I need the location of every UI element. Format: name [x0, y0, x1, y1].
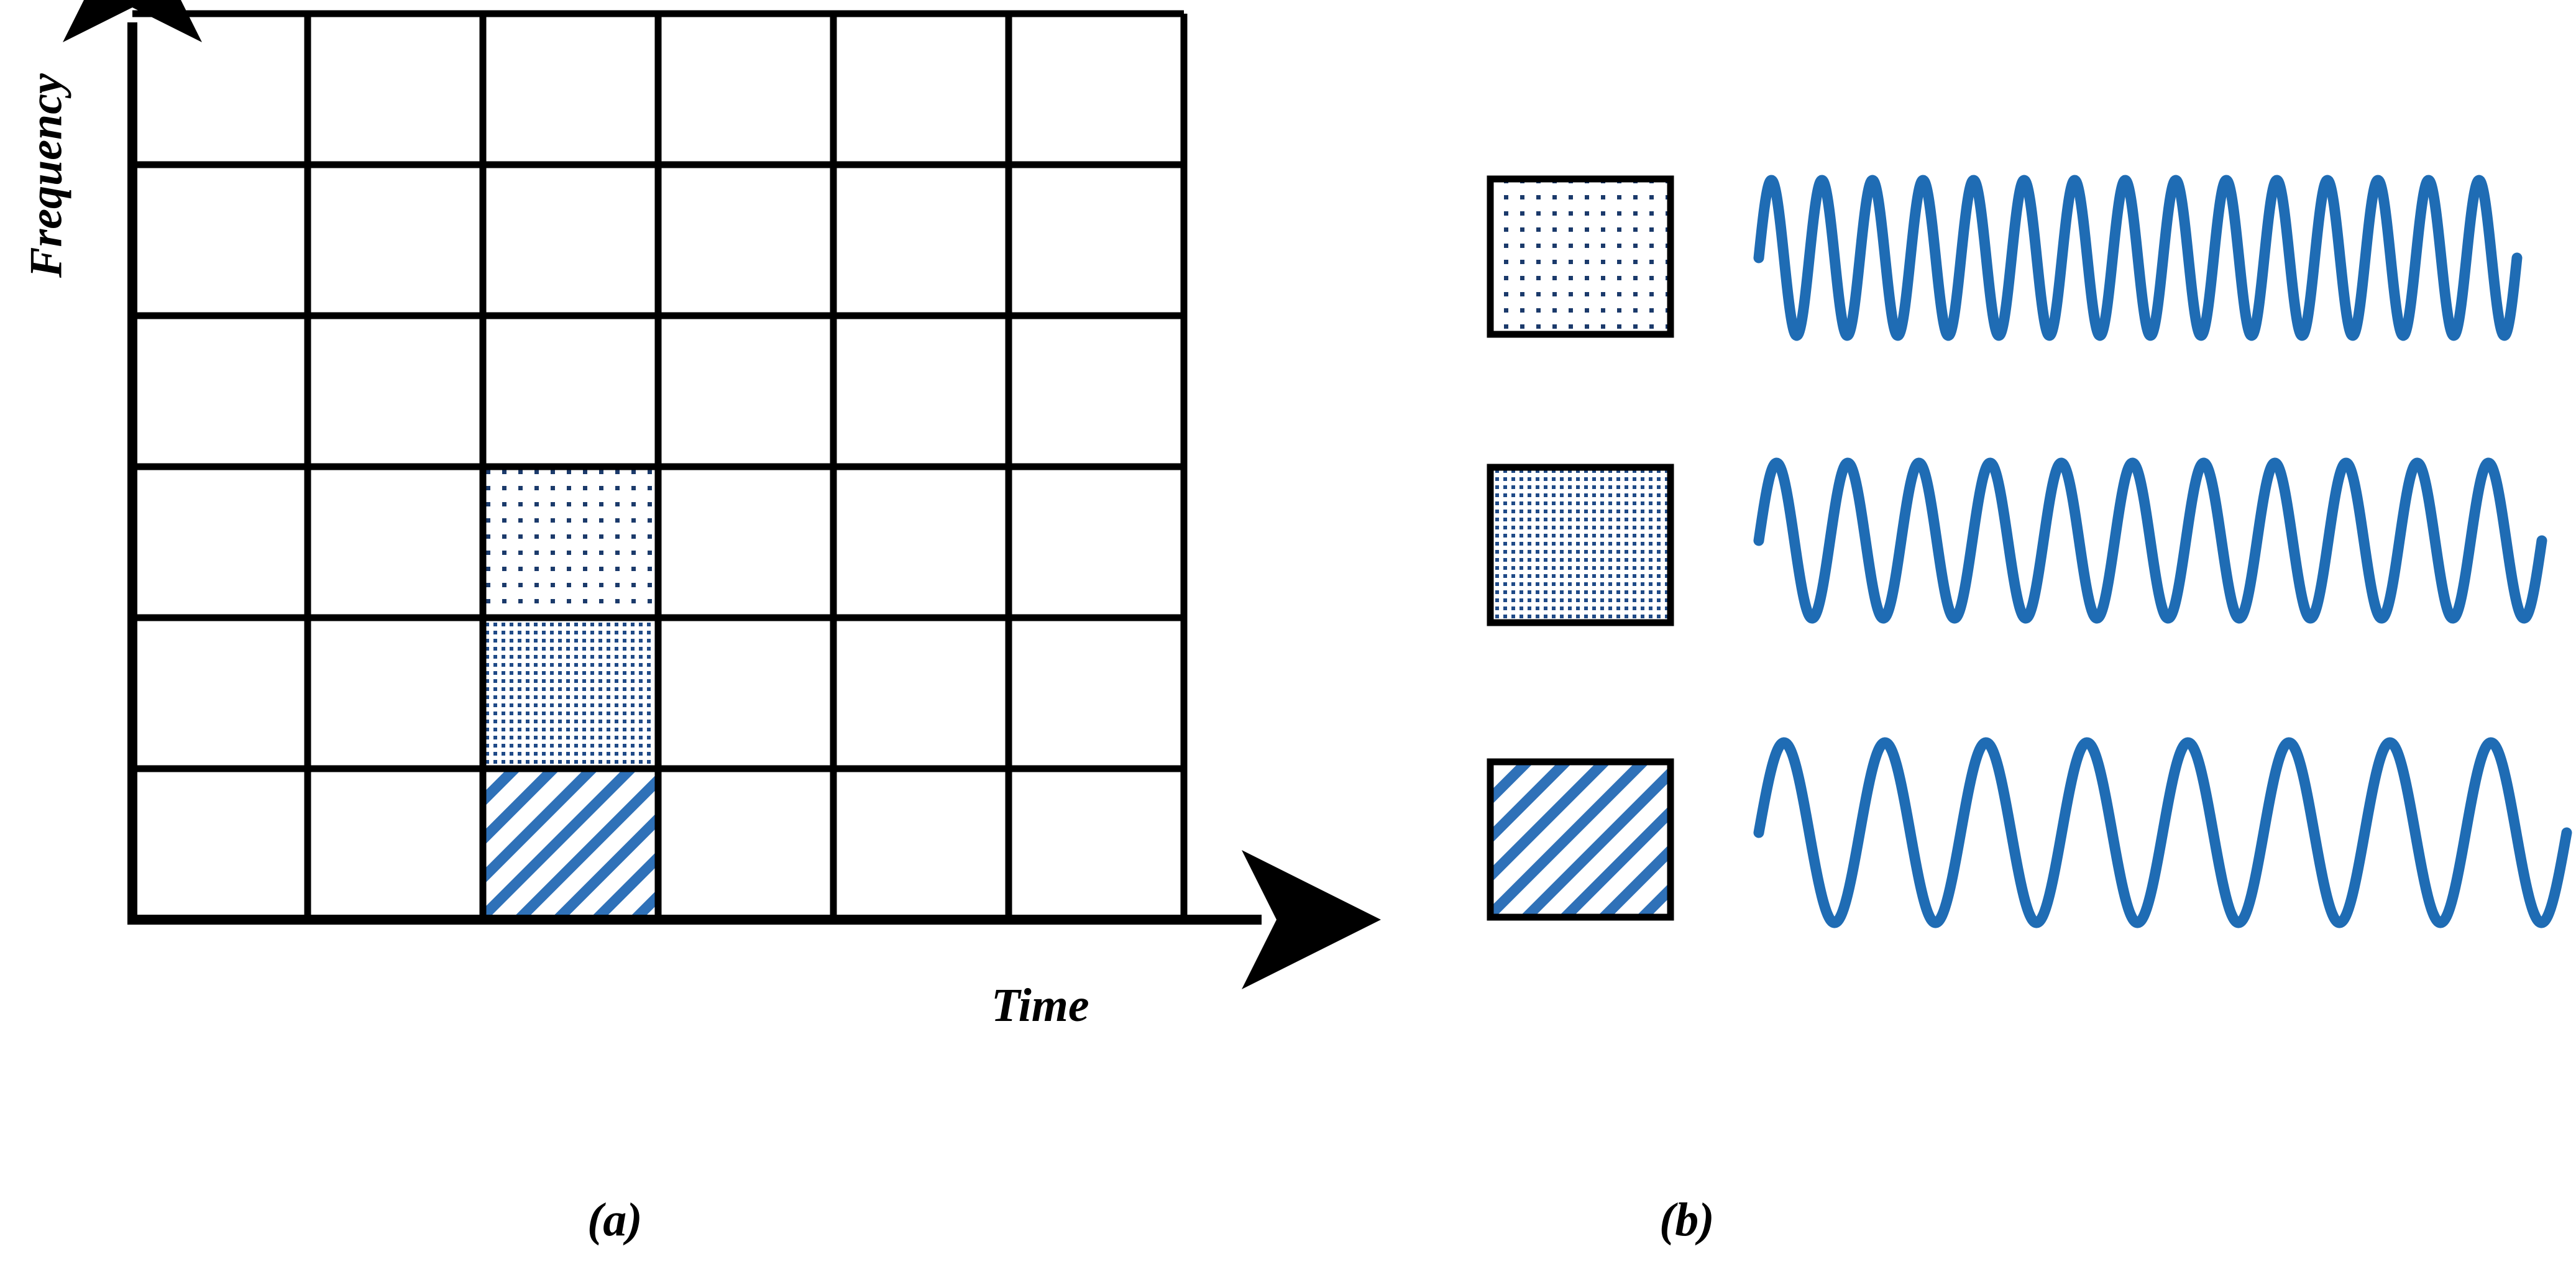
- panel-caption-b: (b): [1659, 1194, 1715, 1246]
- x-axis-label: Time: [991, 979, 1089, 1032]
- waveform-high-frequency: [1753, 175, 2523, 341]
- waveforms: [1753, 175, 2572, 928]
- tile-high-frequency[interactable]: [483, 467, 658, 618]
- panel-a: [63, 0, 1381, 989]
- legend-swatches: [1487, 175, 1674, 921]
- swatch-low-frequency[interactable]: [1487, 758, 1674, 921]
- swatch-high-frequency[interactable]: [1487, 175, 1674, 338]
- swatch-mid-frequency[interactable]: [1487, 464, 1674, 626]
- waveform-low-frequency: [1753, 737, 2572, 928]
- tile-mid-frequency[interactable]: [483, 618, 658, 769]
- axes: [63, 0, 1381, 989]
- grid-lines: [132, 10, 1188, 920]
- panel-caption-a: (a): [587, 1194, 643, 1246]
- tile-low-frequency[interactable]: [483, 769, 658, 920]
- highlighted-tiles: [483, 467, 658, 920]
- waveform-mid-frequency: [1753, 457, 2547, 624]
- panel-b: [1487, 175, 2572, 928]
- y-axis-label: Frequency: [21, 73, 72, 278]
